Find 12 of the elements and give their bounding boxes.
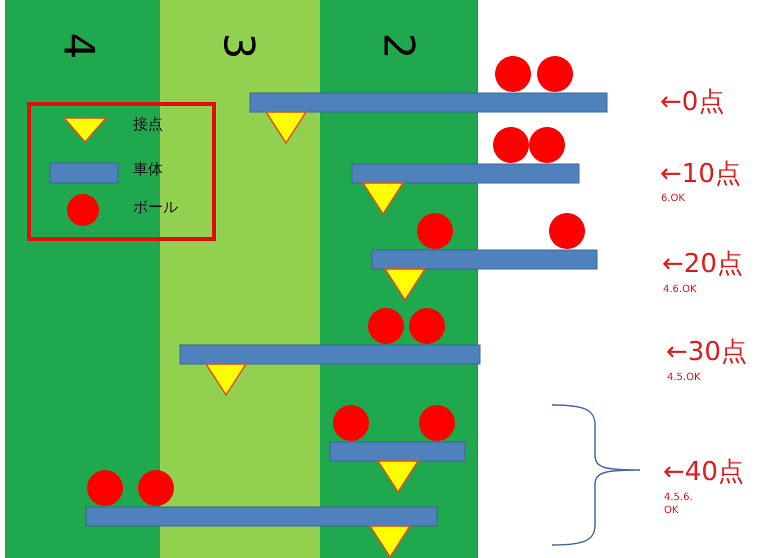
score-label: ←0点 [660, 86, 724, 119]
score-label: ←10点 [660, 158, 741, 191]
score-label: ←40点 [663, 456, 744, 489]
note-text: 4.6.OK [663, 283, 698, 296]
lane-number: 4 [56, 32, 100, 60]
note-text: 4.5.OK [667, 371, 702, 384]
lane-number: 3 [216, 32, 260, 60]
note-text: 6.OK [661, 192, 686, 205]
note-text: 4.5.6. OK [664, 491, 694, 517]
score-label: ←20点 [662, 248, 743, 281]
score-label: ←30点 [666, 336, 747, 369]
lane-number: 2 [376, 32, 420, 60]
